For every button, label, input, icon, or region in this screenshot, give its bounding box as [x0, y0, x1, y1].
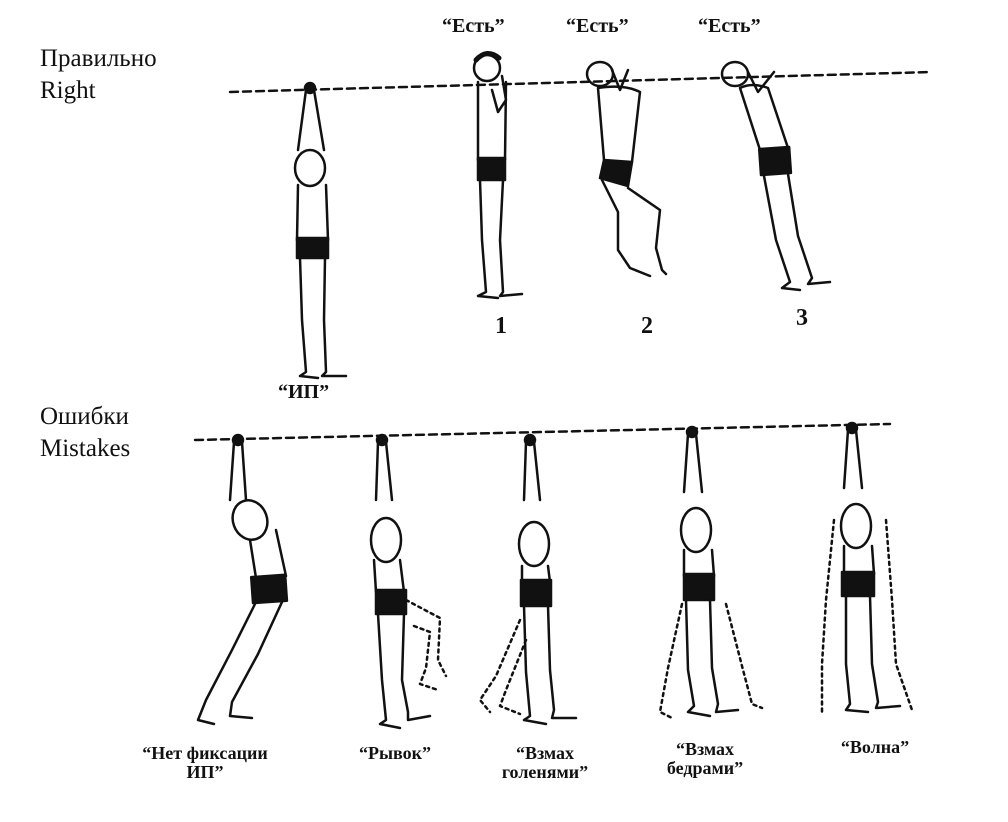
mistake-caption-4-line1: “Взмах — [640, 740, 770, 759]
mistake-caption-4-line2: бедрами” — [640, 759, 770, 778]
section-mistakes-label-en: Mistakes — [40, 436, 130, 462]
mistake-caption-2-line1: “Рывок” — [340, 744, 450, 763]
section-right-label-en: Right — [40, 78, 96, 104]
section-right-label-ru: Правильно — [40, 46, 157, 72]
figure-right-1 — [474, 53, 522, 298]
figure-right-3 — [722, 62, 830, 290]
quote-figure-1: “Есть” — [442, 16, 505, 37]
figure-number-2: 2 — [641, 314, 653, 339]
mistake-caption-1-line1: “Нет фиксации — [100, 744, 310, 763]
mistake-caption-4: “Взмах бедрами” — [640, 740, 770, 778]
mistake-caption-2: “Рывок” — [340, 744, 450, 763]
top-bar-line — [230, 72, 930, 92]
bottom-bar-line — [195, 424, 890, 440]
quote-figure-2: “Есть” — [566, 16, 629, 37]
mistake-caption-1-line2: ИП” — [100, 763, 310, 782]
mistake-caption-3: “Взмах голенями” — [470, 744, 620, 782]
figure-mistake-shin-swing — [480, 435, 576, 724]
figure-right-2 — [587, 62, 666, 276]
figure-mistake-wave — [822, 423, 912, 712]
start-position-caption: “ИП” — [278, 382, 329, 403]
section-mistakes-label-ru: Ошибки — [40, 404, 129, 430]
figure-start-position — [295, 83, 346, 378]
mistake-caption-1: “Нет фиксации ИП” — [100, 744, 310, 782]
mistake-caption-3-line1: “Взмах — [470, 744, 620, 763]
mistake-caption-5: “Волна” — [800, 738, 950, 757]
figure-mistake-hip-swing — [660, 427, 762, 718]
quote-figure-3: “Есть” — [698, 16, 761, 37]
figure-mistake-jerk — [371, 435, 446, 728]
mistake-caption-5-line1: “Волна” — [800, 738, 950, 757]
figure-mistake-no-fixation — [198, 435, 287, 724]
figure-number-3: 3 — [796, 306, 808, 331]
mistake-caption-3-line2: голенями” — [470, 763, 620, 782]
figure-number-1: 1 — [495, 314, 507, 339]
